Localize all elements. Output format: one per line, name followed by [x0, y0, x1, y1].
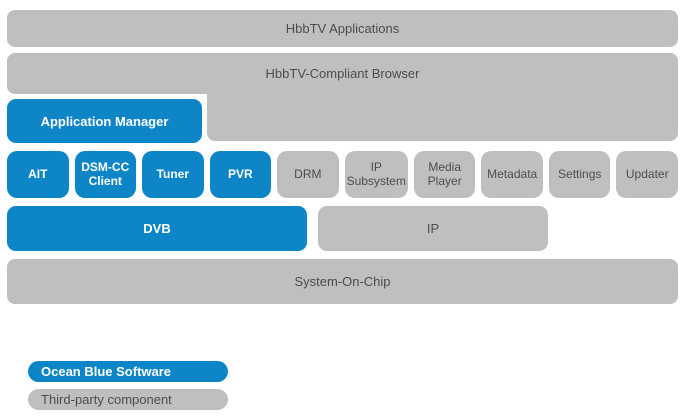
- component-row: AIT DSM-CC Client Tuner PVR DRM IP Subsy…: [7, 151, 678, 198]
- legend-ocean-blue-software: Ocean Blue Software: [28, 361, 228, 382]
- block-dsmcc-client-label: DSM-CC Client: [81, 159, 130, 188]
- block-dsmcc-client: DSM-CC Client: [74, 151, 137, 198]
- block-settings-label: Settings: [558, 166, 602, 181]
- block-dvb-label: DVB: [143, 221, 171, 236]
- legend-third-party-component-label: Third-party component: [41, 392, 172, 407]
- block-ip-subsystem: IP Subsystem: [344, 151, 408, 198]
- block-media-player: Media Player: [413, 151, 476, 198]
- block-pvr: PVR: [209, 151, 272, 198]
- block-updater-label: Updater: [625, 166, 669, 181]
- block-drm-label: DRM: [294, 166, 322, 181]
- block-application-manager: Application Manager: [7, 99, 202, 143]
- block-hbbtv-applications: HbbTV Applications: [7, 10, 678, 47]
- block-updater: Updater: [616, 151, 678, 198]
- block-tuner-label: Tuner: [156, 166, 190, 181]
- block-ip-label: IP: [426, 221, 440, 236]
- block-hbbtv-browser-label: HbbTV-Compliant Browser: [265, 66, 420, 81]
- block-ip: IP: [318, 206, 548, 251]
- block-ait: AIT: [7, 151, 69, 198]
- block-ip-subsystem-label: IP Subsystem: [346, 159, 406, 188]
- block-tuner: Tuner: [142, 151, 204, 198]
- block-dvb: DVB: [7, 206, 307, 251]
- block-system-on-chip: System-On-Chip: [7, 259, 678, 304]
- block-system-on-chip-label: System-On-Chip: [294, 274, 391, 289]
- legend-third-party-component: Third-party component: [28, 389, 228, 410]
- block-metadata: Metadata: [481, 151, 543, 198]
- block-ait-label: AIT: [28, 166, 48, 181]
- block-hbbtv-browser: HbbTV-Compliant Browser: [7, 53, 678, 94]
- block-hbbtv-applications-label: HbbTV Applications: [285, 21, 400, 36]
- block-drm: DRM: [277, 151, 339, 198]
- legend-ocean-blue-software-label: Ocean Blue Software: [41, 364, 172, 379]
- block-application-manager-label: Application Manager: [40, 113, 169, 129]
- block-metadata-label: Metadata: [487, 166, 538, 181]
- block-pvr-label: PVR: [227, 166, 253, 181]
- block-settings: Settings: [548, 151, 611, 198]
- block-media-player-label: Media Player: [427, 159, 462, 188]
